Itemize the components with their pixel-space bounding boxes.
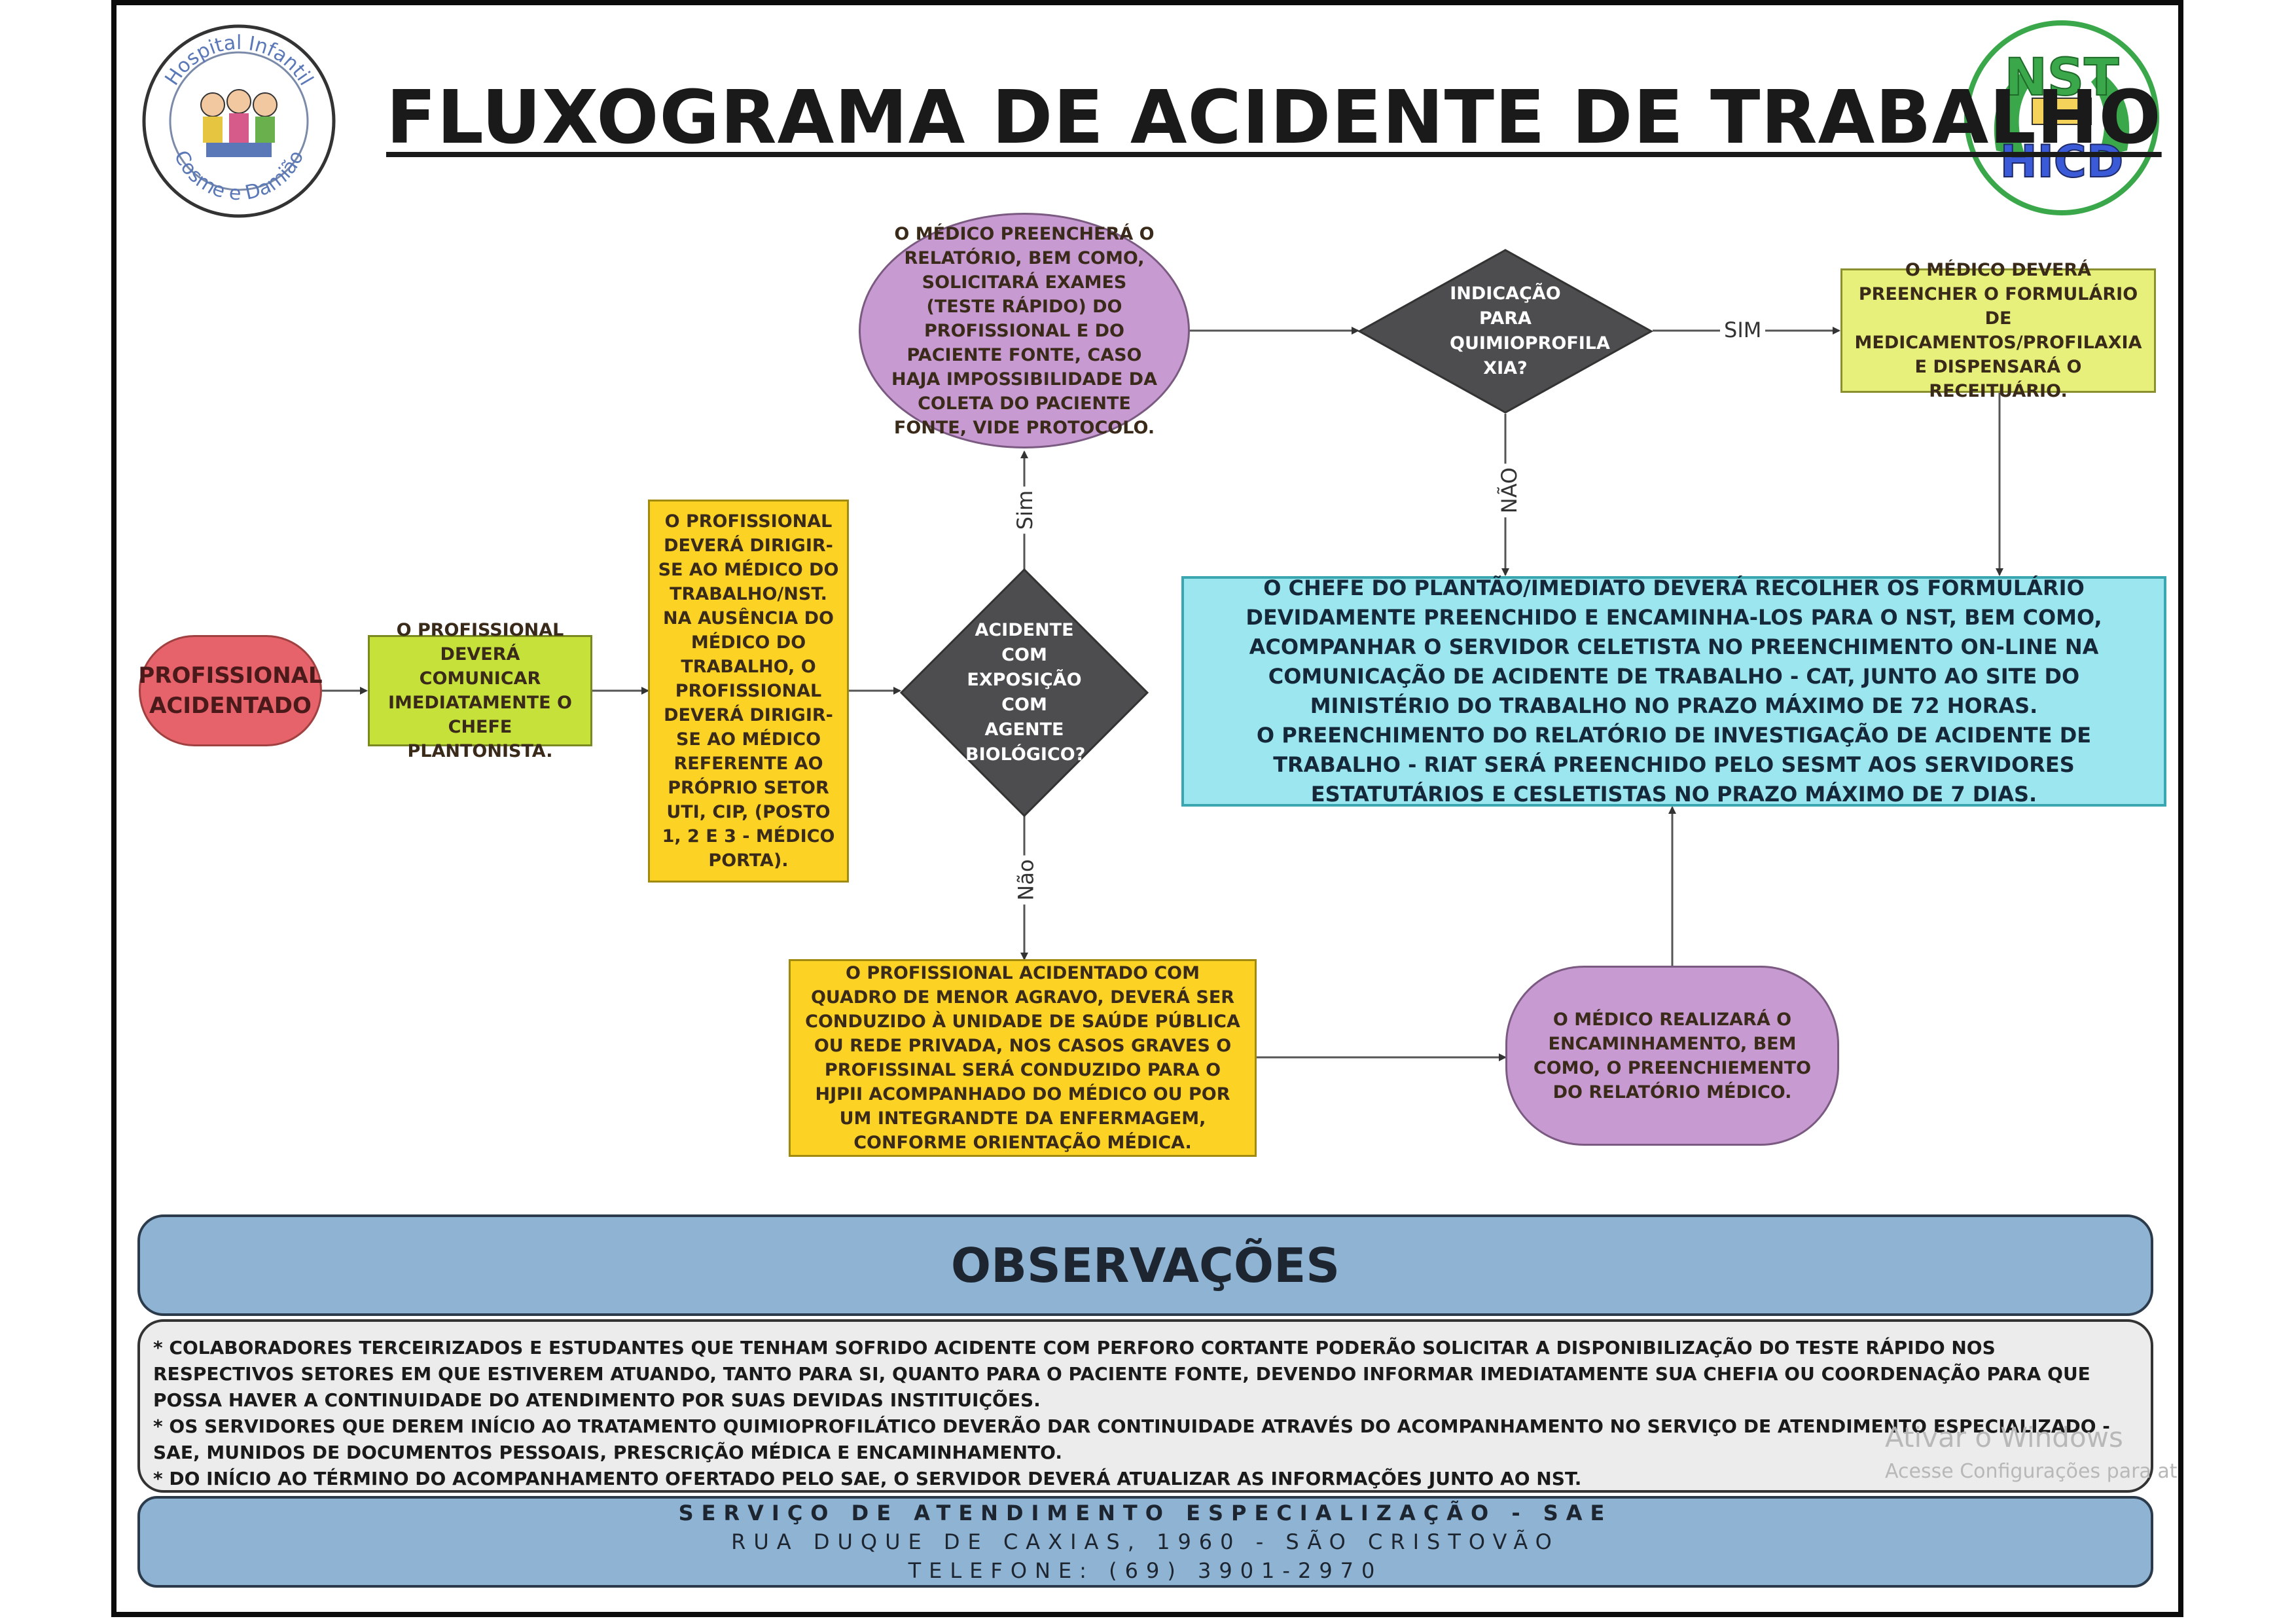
footer-sae: SERVIÇO DE ATENDIMENTO ESPECIALIZAÇÃO - …	[137, 1496, 2153, 1588]
riat-text: O PREENCHIMENTO DO RELATÓRIO DE INVESTIG…	[1256, 723, 2092, 807]
footer-address: RUA DUQUE DE CAXIAS, 1960 - SÃO CRISTOVÃ…	[731, 1529, 1560, 1554]
edge-label-nao-down: Não	[1013, 855, 1039, 905]
hospital-logo: Hospital Infantil Cosme e Damião	[142, 24, 336, 218]
page-title: FLUXOGRAMA DE ACIDENTE DE TRABALHO	[386, 75, 2162, 160]
node-profissional-acidentado: PROFISSIONAL ACIDENTADO	[138, 635, 323, 746]
decision-exposicao: ACIDENTE COM EXPOSIÇÃO COM AGENTE BIOLÓG…	[900, 568, 1149, 817]
observacao-item: * COLABORADORES TERCEIRIZADOS E ESTUDANT…	[153, 1337, 2090, 1411]
observacoes-body: * COLABORADORES TERCEIRIZADOS E ESTUDANT…	[137, 1319, 2153, 1493]
watermark-line1: Ativar o Windows	[1885, 1421, 2123, 1453]
node-menor-agravo: O PROFISSIONAL ACIDENTADO COM QUADRO DE …	[789, 959, 1257, 1157]
observacao-item: * OS SERVIDORES QUE DEREM INÍCIO AO TRAT…	[153, 1415, 2110, 1463]
node-formulario-medicamentos: O MÉDICO DEVERÁ PREENCHER O FORMULÁRIO D…	[1840, 260, 2156, 401]
decision-exposicao-text: ACIDENTE COM EXPOSIÇÃO COM AGENTE BIOLÓG…	[965, 620, 1086, 765]
diamond-shape	[1358, 249, 1653, 414]
footer-service-name: SERVIÇO DE ATENDIMENTO ESPECIALIZAÇÃO - …	[678, 1501, 1613, 1525]
footer-phone: TELEFONE: (69) 3901-2970	[908, 1558, 1383, 1583]
node-comunicar-chefe: O PROFISSIONAL DEVERÁ COMUNICAR IMEDIATA…	[368, 620, 592, 761]
hicd-logo-text: HICD	[2000, 136, 2124, 188]
node-medico-relatorio: O MÉDICO PREENCHERÁ O RELATÓRIO, BEM COM…	[859, 213, 1190, 448]
observacao-item: * DO INÍCIO AO TÉRMINO DO ACOMPANHAMENTO…	[153, 1468, 1582, 1489]
diamond-shape	[900, 568, 1149, 817]
edge-label-sim-right: SIM	[1720, 318, 1766, 342]
node-chefe-plantao: O CHEFE DO PLANTÃO/IMEDIATO DEVERÁ RECOL…	[1181, 575, 2166, 807]
node-dirigir-medico: O PROFISSIONAL DEVERÁ DIRIGIR-SE AO MÉDI…	[648, 500, 849, 883]
watermark-line2: Acesse Configurações para at	[1885, 1460, 2178, 1483]
edge-label-sim-up: Sim	[1013, 486, 1038, 534]
kids-icon	[200, 89, 278, 157]
chefe-plantao-text: O CHEFE DO PLANTÃO/IMEDIATO DEVERÁ RECOL…	[1246, 575, 2102, 718]
nst-hicd-logo: NST HICD	[1964, 20, 2159, 215]
edge-label-nao-quimio: NÃO	[1497, 463, 1522, 518]
decision-quimio-text: INDICAÇÃO PARA QUIMIOPROFILA XIA?	[1450, 283, 1610, 378]
windows-activation-watermark: Ativar o Windows Acesse Configurações pa…	[1885, 1421, 2177, 1489]
node-encaminhamento: O MÉDICO REALIZARÁ O ENCAMINHAMENTO, BEM…	[1505, 966, 1839, 1146]
decision-quimioprofilaxia: INDICAÇÃO PARA QUIMIOPROFILA XIA?	[1358, 249, 1653, 414]
observacoes-title: OBSERVAÇÕES	[137, 1214, 2153, 1316]
